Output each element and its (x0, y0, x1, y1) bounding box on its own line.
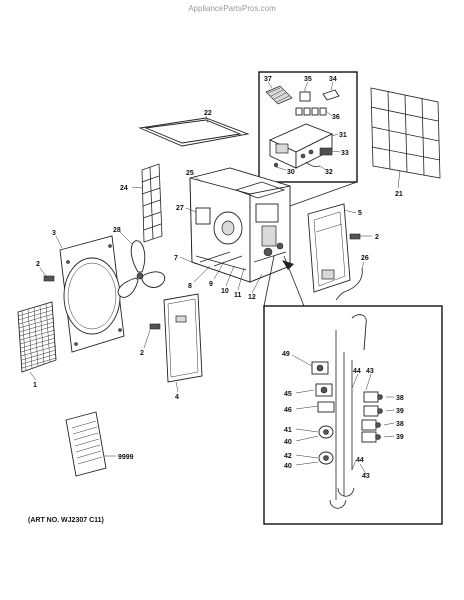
callout-7: 7 (174, 255, 178, 262)
callout-25: 25 (186, 170, 194, 177)
detail-leader-left (263, 255, 275, 307)
part-8-leader (193, 265, 211, 283)
callout-46: 46 (284, 407, 292, 414)
callout-33: 33 (341, 150, 349, 157)
callout-11: 11 (234, 292, 242, 299)
valve-left-upper (311, 361, 335, 413)
site-watermark: AppliancePartsPros.com (188, 4, 276, 13)
main-unit-body (189, 167, 291, 283)
part-4-access-panel (163, 293, 203, 393)
callout-27: 27 (176, 205, 184, 212)
callout-45: 45 (284, 391, 292, 398)
callout-44-bottom: 44 (356, 457, 364, 464)
callout-1: 1 (33, 382, 37, 389)
part-9999-manual (65, 411, 116, 477)
part-27-motor (185, 207, 211, 225)
control-box-inset (258, 71, 358, 183)
callout-44-top: 44 (353, 368, 361, 375)
callout-40-top: 40 (284, 439, 292, 446)
part-21-rear-guard (370, 87, 441, 189)
callout-2-left: 2 (36, 261, 40, 268)
callout-3: 3 (52, 230, 56, 237)
callout-37: 37 (264, 76, 272, 83)
part-2-clip-left (39, 267, 55, 282)
part-5-side-panel (307, 203, 357, 293)
part-9-leader (213, 261, 225, 280)
callout-39-top: 39 (396, 408, 404, 415)
callout-21: 21 (395, 191, 403, 198)
callout-24: 24 (120, 185, 128, 192)
part-37-board (265, 85, 293, 105)
part-2-clip-right (349, 233, 372, 240)
callout-32: 32 (325, 169, 333, 176)
part-31-electrical-box (268, 123, 334, 169)
valve-left-lower (318, 425, 334, 465)
part-28-fan-blade (117, 231, 166, 298)
callout-39-bottom: 39 (396, 434, 404, 441)
part-34-component (322, 89, 340, 101)
callout-22: 22 (204, 110, 212, 117)
part-22-top-cover (138, 115, 250, 147)
callout-36: 36 (332, 114, 340, 121)
detail-leader-arrow (282, 260, 294, 270)
part-24-side-guard (131, 163, 163, 243)
part-11-leader (237, 267, 245, 291)
part-7-leader (179, 256, 197, 265)
part-32-wire (305, 161, 321, 167)
part-10-leader (225, 265, 235, 287)
callout-2-bottom: 2 (140, 350, 144, 357)
part-33-terminal (319, 147, 333, 156)
callout-9: 9 (209, 281, 213, 288)
callout-49: 49 (282, 351, 290, 358)
callout-8: 8 (188, 283, 192, 290)
callout-12: 12 (248, 294, 256, 301)
part-30-screw (273, 162, 279, 168)
callout-30: 30 (287, 169, 295, 176)
callout-38-top: 38 (396, 395, 404, 402)
part-2-clip-bottom (143, 323, 161, 349)
callout-41: 41 (284, 427, 292, 434)
callout-9999: 9999 (118, 454, 134, 461)
part-1-front-grille (17, 301, 57, 381)
callout-26: 26 (361, 255, 369, 262)
valve-right-set (361, 391, 383, 443)
part-26-wire (335, 261, 365, 301)
part-12-leader (251, 273, 263, 294)
callout-35: 35 (304, 76, 312, 83)
part-36-components (295, 107, 327, 116)
callout-40-bottom: 40 (284, 463, 292, 470)
part-35-component (299, 88, 311, 102)
valve-detail-inset (263, 305, 443, 525)
callout-42: 42 (284, 453, 292, 460)
callout-31: 31 (339, 132, 347, 139)
callout-2-right: 2 (375, 234, 379, 241)
inset-leader-right (289, 181, 358, 207)
callout-34: 34 (329, 76, 337, 83)
callout-4: 4 (175, 394, 179, 401)
callout-43-bottom: 43 (362, 473, 370, 480)
callout-28: 28 (113, 227, 121, 234)
art-number: (ART NO. WJ2307 C11) (28, 517, 104, 524)
part-3-front-panel (55, 235, 125, 353)
callout-43-top: 43 (366, 368, 374, 375)
callout-38-bottom: 38 (396, 421, 404, 428)
callout-10: 10 (221, 288, 229, 295)
callout-5: 5 (358, 210, 362, 217)
